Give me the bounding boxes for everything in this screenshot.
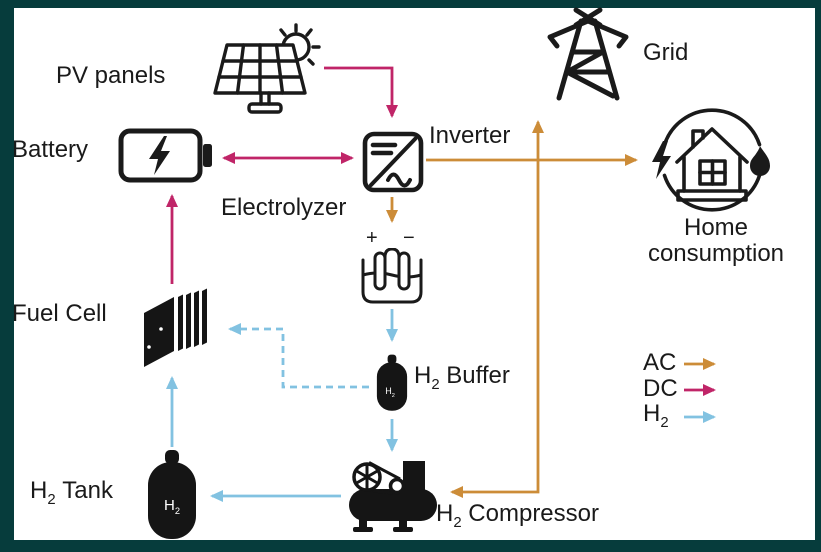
electrolyzer-label: Electrolyzer bbox=[221, 194, 347, 221]
legend-h2-label: H2 bbox=[643, 400, 669, 431]
home-consumption-label: Home consumption bbox=[616, 215, 816, 267]
inverter-icon bbox=[362, 131, 424, 193]
h2-tank-label: H2 Tank bbox=[30, 477, 113, 508]
grid-tower-icon bbox=[547, 7, 629, 101]
diagram-background bbox=[14, 8, 815, 540]
home-label-line2: consumption bbox=[647, 239, 785, 267]
battery-icon bbox=[118, 128, 212, 183]
pv-panels-label: PV panels bbox=[56, 62, 166, 89]
inverter-label: Inverter bbox=[429, 122, 511, 149]
legend-ac-label: AC bbox=[643, 349, 677, 376]
grid-label: Grid bbox=[643, 39, 689, 66]
electrolyzer-plus-symbol: + bbox=[366, 227, 378, 249]
h2-buffer-label: H2 Buffer bbox=[414, 362, 510, 393]
tank-h2-text: H2 bbox=[163, 497, 180, 516]
fuel-cell-label: Fuel Cell bbox=[12, 300, 107, 327]
legend-dc-label: DC bbox=[643, 375, 678, 402]
buffer-h2-text: H2 bbox=[385, 386, 395, 399]
h2-buffer-cylinder-icon bbox=[376, 354, 408, 411]
electrolyzer-icon bbox=[361, 248, 423, 304]
flame-icon bbox=[750, 146, 770, 176]
bolt-icon bbox=[652, 141, 671, 179]
electrolyzer-minus-symbol: − bbox=[403, 227, 415, 249]
h2-tank-cylinder-icon bbox=[148, 450, 196, 539]
pv-panels-icon bbox=[213, 23, 321, 114]
battery-label: Battery bbox=[12, 136, 89, 163]
h2-compressor-label: H2 Compressor bbox=[436, 500, 599, 531]
h2-compressor-icon bbox=[349, 461, 437, 532]
fuel-cell-icon bbox=[144, 288, 207, 367]
home-consumption-icon bbox=[652, 108, 770, 212]
home-label-line1: Home bbox=[683, 214, 749, 241]
